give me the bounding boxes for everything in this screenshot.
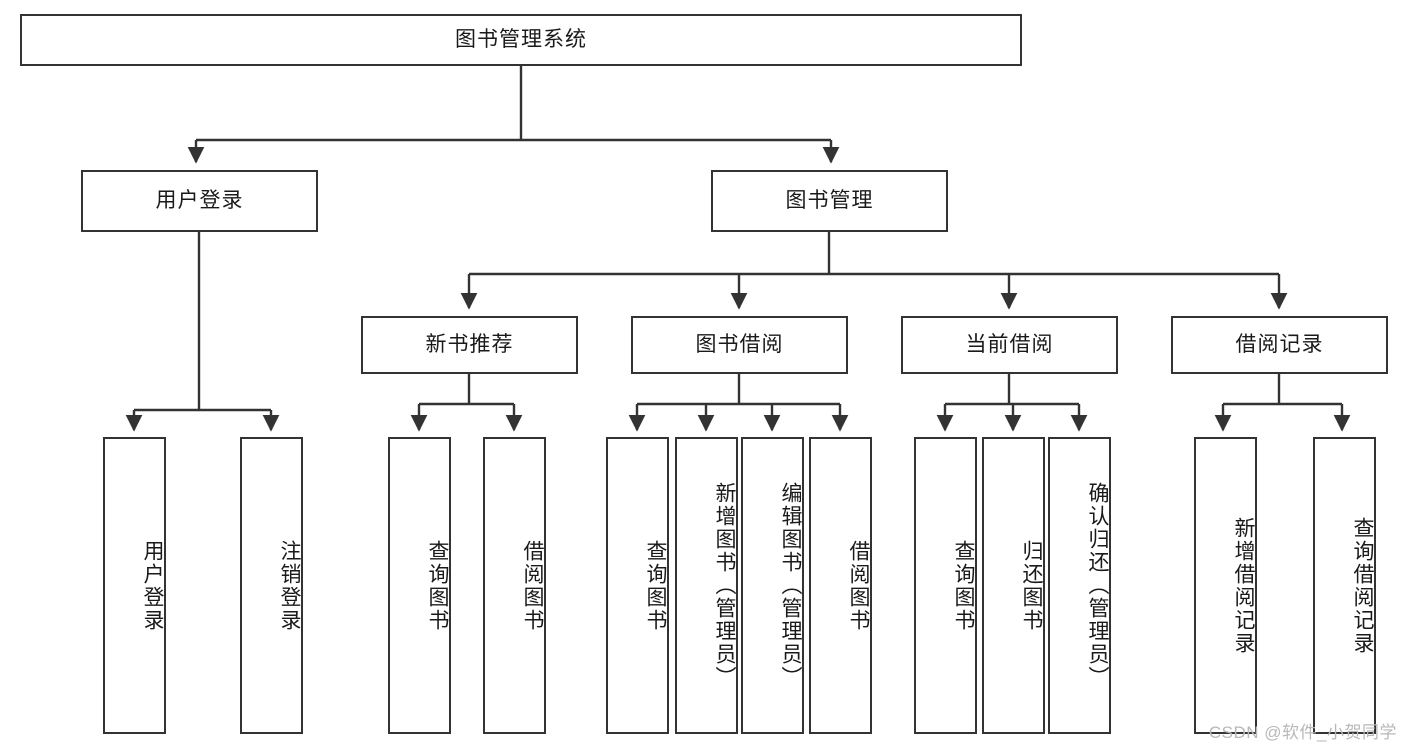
node-label: 查询图书 — [426, 539, 449, 632]
node-leaf-query-borrow-record[interactable]: 查询借阅记录 — [1313, 437, 1376, 734]
node-leaf-borrow-book[interactable]: 借阅图书 — [809, 437, 872, 734]
node-leaf-add-borrow-record[interactable]: 新增借阅记录 — [1194, 437, 1257, 734]
node-leaf-logout-login[interactable]: 注销登录 — [240, 437, 303, 734]
node-label: 新增借阅记录 — [1232, 516, 1255, 655]
node-label: 归还图书 — [1020, 539, 1043, 632]
node-leaf-add-book-admin[interactable]: 新增图书（管理员） — [675, 437, 738, 734]
node-leaf-borrow-book-recommend[interactable]: 借阅图书 — [483, 437, 546, 734]
node-leaf-confirm-return-admin[interactable]: 确认归还（管理员） — [1048, 437, 1111, 734]
node-label: 查询借阅记录 — [1351, 516, 1374, 655]
node-leaf-edit-book-admin[interactable]: 编辑图书（管理员） — [741, 437, 804, 734]
node-label: 当前借阅 — [965, 333, 1054, 357]
node-label: 编辑图书（管理员） — [779, 482, 802, 689]
watermark: CSDN @软件_小贺同学 — [1208, 723, 1397, 742]
node-label: 借阅记录 — [1235, 333, 1324, 357]
node-book-borrow[interactable]: 图书借阅 — [631, 316, 848, 374]
node-label: 用户登录 — [155, 189, 244, 213]
node-label: 新增图书（管理员） — [713, 482, 736, 689]
node-leaf-query-book-current[interactable]: 查询图书 — [914, 437, 977, 734]
node-book-manage[interactable]: 图书管理 — [711, 170, 948, 232]
node-label: 用户登录 — [141, 539, 164, 632]
node-root-book-management-system[interactable]: 图书管理系统 — [20, 14, 1022, 66]
node-leaf-user-login[interactable]: 用户登录 — [103, 437, 166, 734]
node-label: 新书推荐 — [425, 333, 514, 357]
node-label: 图书管理 — [785, 189, 874, 213]
node-current-borrow[interactable]: 当前借阅 — [901, 316, 1118, 374]
node-label: 图书借阅 — [695, 333, 784, 357]
node-leaf-query-book-borrow[interactable]: 查询图书 — [606, 437, 669, 734]
node-borrow-record[interactable]: 借阅记录 — [1171, 316, 1388, 374]
node-leaf-query-book-recommend[interactable]: 查询图书 — [388, 437, 451, 734]
node-new-book-recommend[interactable]: 新书推荐 — [361, 316, 578, 374]
node-label: 图书管理系统 — [455, 28, 587, 52]
node-label: 借阅图书 — [521, 539, 544, 632]
node-user-login[interactable]: 用户登录 — [81, 170, 318, 232]
node-label: 确认归还（管理员） — [1086, 482, 1109, 689]
node-label: 借阅图书 — [847, 539, 870, 632]
node-label: 查询图书 — [644, 539, 667, 632]
node-leaf-return-book[interactable]: 归还图书 — [982, 437, 1045, 734]
node-label: 注销登录 — [278, 539, 301, 632]
node-label: 查询图书 — [952, 539, 975, 632]
